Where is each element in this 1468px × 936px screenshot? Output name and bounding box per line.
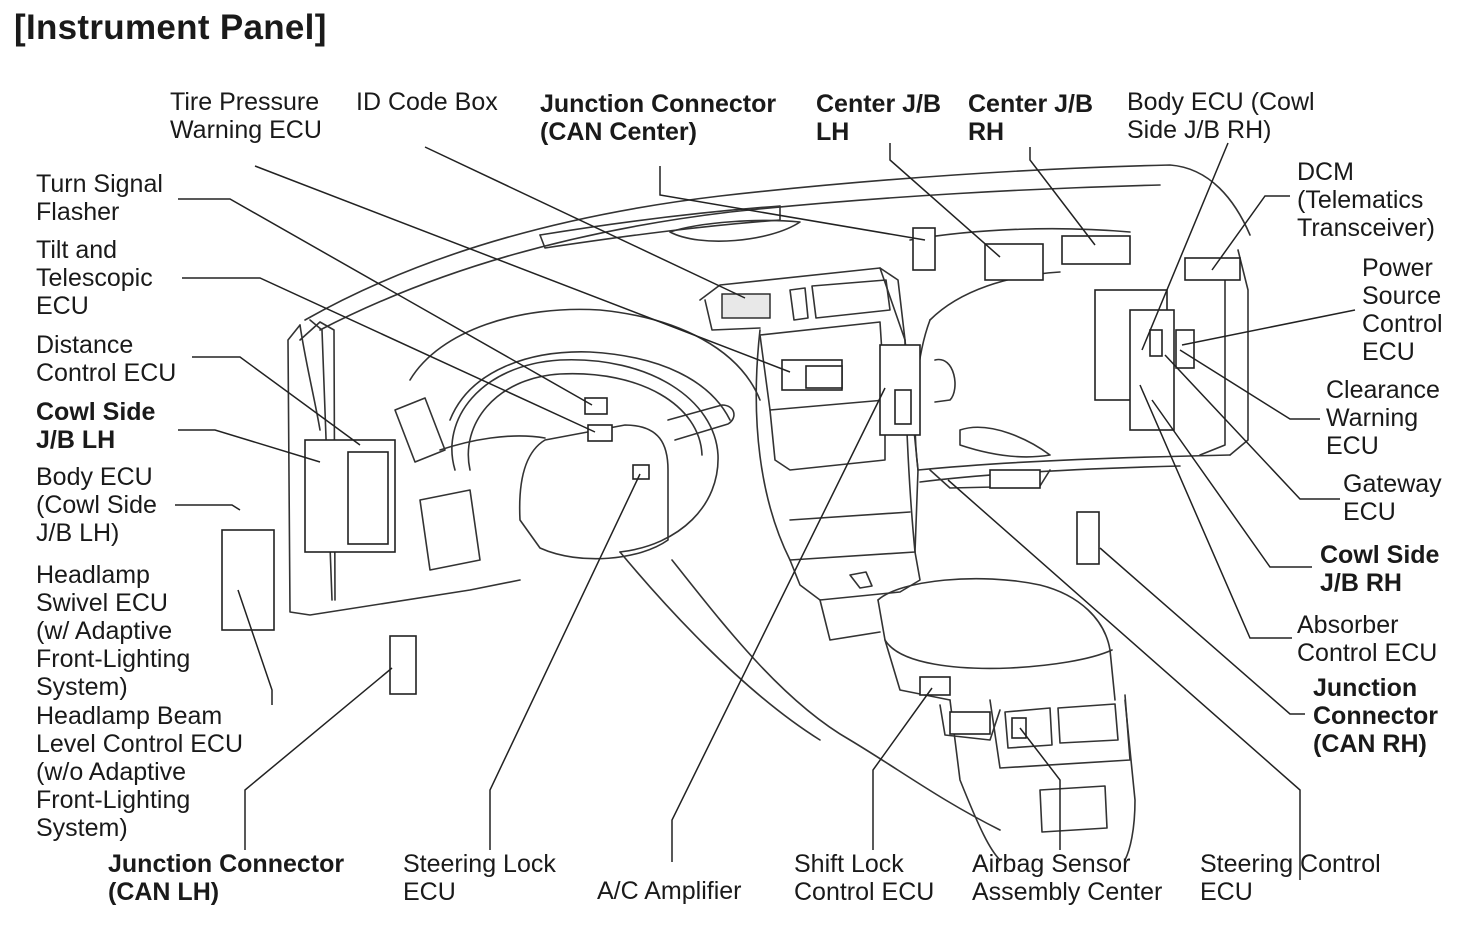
component-boxes	[221, 227, 1241, 739]
label-steering-control-ecu: Steering Control ECU	[1200, 850, 1381, 906]
label-junction-connector-can-rh: Junction Connector (CAN RH)	[1313, 674, 1438, 758]
label-tire-pressure-warning-ecu: Tire Pressure Warning ECU	[170, 88, 322, 144]
label-center-jb-lh: Center J/B LH	[816, 90, 942, 146]
label-ac-amplifier: A/C Amplifier	[597, 877, 742, 905]
page-title: [Instrument Panel]	[14, 8, 327, 47]
label-distance-control-ecu: Distance Control ECU	[36, 331, 177, 387]
label-airbag-sensor-assembly-center: Airbag Sensor Assembly Center	[972, 850, 1163, 906]
label-absorber-control-ecu: Absorber Control ECU	[1297, 611, 1438, 667]
label-headlamp-beam-level-control-ecu: Headlamp Beam Level Control ECU (w/o Ada…	[36, 702, 244, 842]
label-steering-lock-ecu: Steering Lock ECU	[403, 850, 556, 906]
label-dcm-telematics-transceiver: DCM (Telematics Transceiver)	[1297, 158, 1435, 242]
label-body-ecu-cowl-side-jb-rh: Body ECU (Cowl Side J/B RH)	[1127, 88, 1315, 144]
label-gateway-ecu: Gateway ECU	[1343, 470, 1442, 526]
label-turn-signal-flasher: Turn Signal Flasher	[36, 170, 163, 226]
leader-lines	[175, 142, 1356, 880]
label-shift-lock-control-ecu: Shift Lock Control ECU	[794, 850, 935, 906]
label-cowl-side-jb-rh: Cowl Side J/B RH	[1320, 541, 1440, 597]
label-center-jb-rh: Center J/B RH	[968, 90, 1094, 146]
label-headlamp-swivel-ecu: Headlamp Swivel ECU (w/ Adaptive Front-L…	[36, 561, 191, 701]
dashboard-outline	[287, 164, 1251, 861]
label-body-ecu-cowl-side-jb-lh: Body ECU (Cowl Side J/B LH)	[36, 463, 157, 547]
label-junction-connector-can-center: Junction Connector (CAN Center)	[540, 90, 777, 146]
label-clearance-warning-ecu: Clearance Warning ECU	[1326, 376, 1440, 460]
label-power-source-control-ecu: Power Source Control ECU	[1362, 254, 1443, 366]
label-junction-connector-can-lh: Junction Connector (CAN LH)	[108, 850, 345, 906]
label-tilt-telescopic-ecu: Tilt and Telescopic ECU	[36, 236, 153, 320]
label-cowl-side-jb-lh: Cowl Side J/B LH	[36, 398, 156, 454]
label-id-code-box: ID Code Box	[356, 88, 498, 116]
